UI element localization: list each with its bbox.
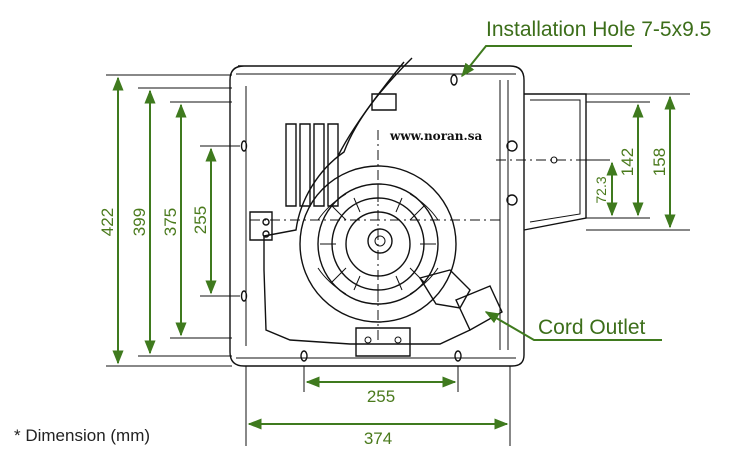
mounting-holes xyxy=(240,74,518,362)
dim-label-422: 422 xyxy=(98,208,117,236)
dim-label-158: 158 xyxy=(650,148,669,176)
dim-label-142: 142 xyxy=(618,148,637,176)
dimension-footnote: * Dimension (mm) xyxy=(14,426,150,445)
dimension-lines xyxy=(112,76,676,430)
extension-lines xyxy=(106,74,690,446)
dim-label-72-3: 72.3 xyxy=(593,176,609,203)
watermark: www.noran.sa xyxy=(389,129,482,143)
callout-leaders xyxy=(461,45,662,341)
dim-label-255-vertical: 255 xyxy=(191,206,210,234)
dim-label-399: 399 xyxy=(130,208,149,236)
louver-vents xyxy=(285,123,339,207)
dim-label-255-horizontal: 255 xyxy=(367,387,395,406)
dim-label-375: 375 xyxy=(161,208,180,236)
cord-outlet-label: Cord Outlet xyxy=(538,316,646,339)
installation-hole-label: Installation Hole 7-5x9.5 xyxy=(486,18,711,41)
dim-label-374: 374 xyxy=(364,429,392,448)
